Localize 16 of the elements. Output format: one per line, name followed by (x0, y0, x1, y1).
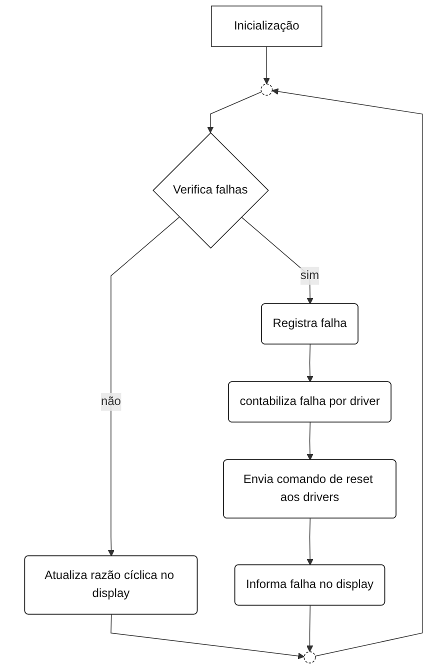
arrow (306, 344, 314, 382)
arrow (207, 92, 262, 134)
arrow (306, 422, 314, 460)
node-box: Inicialização (211, 6, 322, 47)
arrow (263, 46, 270, 84)
arrow (306, 518, 314, 566)
arrow (272, 88, 423, 657)
arrow (306, 605, 314, 652)
arrow (110, 614, 304, 660)
edge-label: não (100, 395, 121, 408)
node-circle (260, 84, 273, 96)
arrow (241, 216, 314, 304)
edge-label: sim (300, 269, 320, 282)
node-diamond: Verifica falhas (152, 132, 269, 249)
arrow (108, 216, 180, 556)
node-circle (304, 651, 316, 664)
